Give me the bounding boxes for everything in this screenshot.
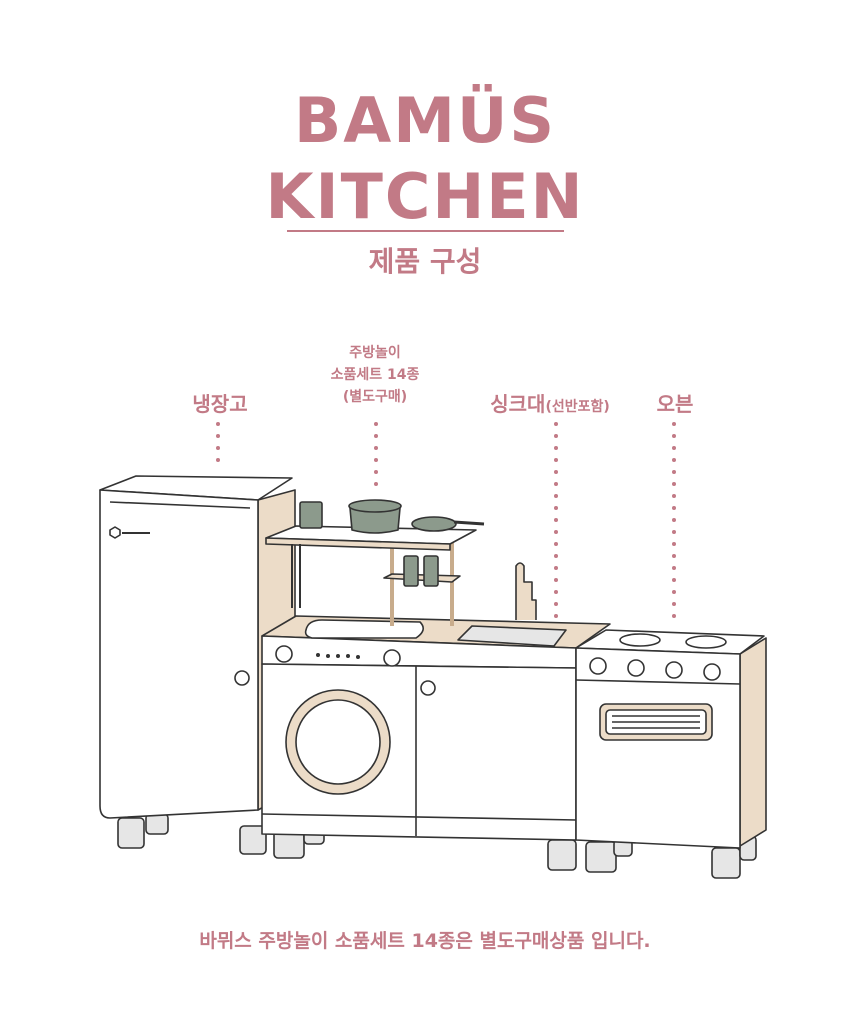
leader-dots-sink bbox=[554, 422, 558, 618]
mug-icon bbox=[299, 501, 323, 529]
burner-icon bbox=[685, 635, 727, 649]
cutting-board bbox=[304, 619, 424, 639]
page-subtitle: 제품 구성 bbox=[368, 245, 482, 278]
pot-icon bbox=[349, 507, 401, 534]
label-prop-set: 주방놀이 소품세트 14종 (별도구매) bbox=[315, 342, 435, 408]
leader-dots bbox=[216, 422, 676, 618]
label-sink-main: 싱크대 bbox=[490, 392, 546, 416]
label-prop-set-line3: (별도구매) bbox=[342, 389, 408, 405]
sink-cabinet bbox=[261, 562, 611, 841]
label-fridge: 냉장고 bbox=[192, 392, 248, 416]
bottom-note: 바뮈스 주방놀이 소품세트 14종은 별도구매상품 입니다. bbox=[199, 930, 651, 952]
label-prop-set-line2: 소품세트 14종 bbox=[330, 367, 420, 383]
sink-basin bbox=[457, 625, 567, 647]
label-oven: 오븐 bbox=[656, 392, 694, 416]
brand-title-line2: KITCHEN bbox=[265, 160, 585, 233]
pan-icon bbox=[411, 516, 457, 532]
oven bbox=[575, 629, 767, 849]
leader-dots-prop-set bbox=[374, 422, 378, 486]
oven-knob-icon bbox=[627, 659, 645, 677]
oven-knob-icon bbox=[589, 657, 607, 675]
oven-knob-icon bbox=[703, 663, 721, 681]
oven-body bbox=[575, 647, 741, 849]
shelf bbox=[265, 499, 485, 626]
burner-icon bbox=[619, 633, 661, 647]
label-sink-sub: (선반포함) bbox=[545, 399, 610, 415]
oven-knob-icon bbox=[665, 661, 683, 679]
label-sink: 싱크대(선반포함) bbox=[470, 388, 630, 417]
brand-title-line1: BAMÜS bbox=[294, 84, 556, 157]
fridge-handle bbox=[234, 670, 250, 686]
cup-icon bbox=[423, 555, 439, 587]
faucet-icon bbox=[515, 562, 537, 620]
leader-dots-oven bbox=[672, 422, 676, 618]
knob-right-icon bbox=[383, 649, 401, 667]
cabinet-door-handle bbox=[420, 680, 436, 696]
shelf-mid-board bbox=[383, 573, 461, 583]
title-divider bbox=[287, 230, 564, 232]
cup-icon bbox=[403, 555, 419, 587]
label-prop-set-line1: 주방놀이 bbox=[349, 345, 401, 361]
oven-side-panel bbox=[739, 637, 767, 847]
fridge-body bbox=[99, 489, 259, 819]
fridge-logo-icon bbox=[109, 526, 150, 539]
control-dots bbox=[316, 653, 360, 659]
kitchen-feet bbox=[117, 813, 757, 879]
leader-dots-fridge bbox=[216, 422, 220, 462]
knob-left-icon bbox=[275, 645, 293, 663]
